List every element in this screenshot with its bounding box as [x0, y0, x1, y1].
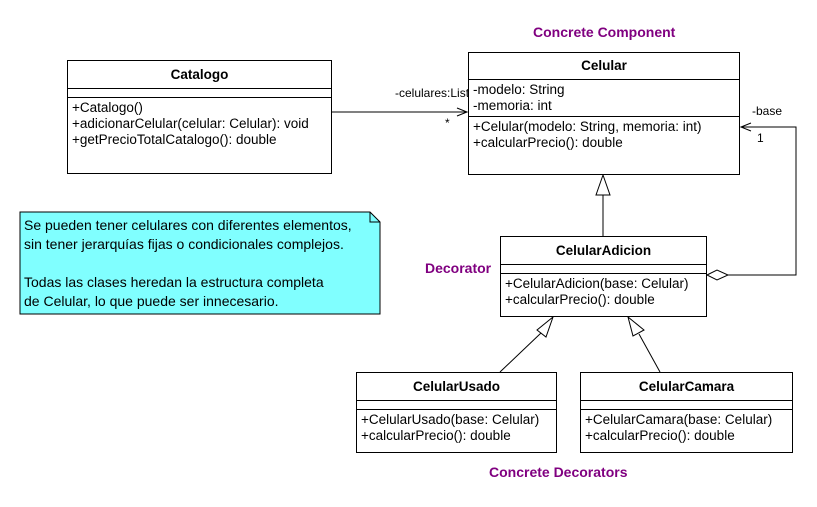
association-arrowhead: [456, 107, 469, 117]
attribute: -memoria: int: [473, 98, 552, 113]
class-name: CelularUsado: [357, 373, 556, 401]
note-line: [24, 254, 352, 273]
class-name: CelularCamara: [581, 373, 792, 401]
class-catalogo[interactable]: Catalogo +Catalogo() +adicionarCelular(c…: [67, 60, 332, 174]
operation: +calcularPrecio(): double: [505, 292, 655, 307]
operation: +CelularUsado(base: Celular): [361, 412, 540, 427]
role-base: -base: [752, 104, 783, 118]
class-celular[interactable]: Celular -modelo: String -memoria: int +C…: [468, 52, 740, 175]
class-celular-camara[interactable]: CelularCamara +CelularCamara(base: Celul…: [580, 372, 793, 453]
note-line: de Celular, lo que puede ser innecesario…: [24, 293, 279, 309]
note-line: Todas las clases heredan la estructura c…: [24, 274, 324, 290]
class-name: Celular: [469, 53, 739, 80]
role-celulares: -celulares:List: [395, 86, 470, 100]
generalization-triangle: [536, 315, 555, 338]
note-text: Se pueden tener celulares con diferentes…: [24, 216, 352, 311]
stereotype-concrete-decorators: Concrete Decorators: [489, 464, 628, 480]
operation: +CelularCamara(base: Celular): [585, 412, 773, 427]
operation: +Catalogo(): [72, 100, 143, 115]
operation: +getPrecioTotalCatalogo(): double: [72, 132, 277, 147]
generalization-usado-adicion: [499, 332, 542, 373]
generalization-triangle: [595, 173, 611, 196]
attributes-section: [357, 401, 556, 410]
operation: +adicionarCelular(celular: Celular): voi…: [72, 116, 309, 131]
operation: +calcularPrecio(): double: [361, 428, 511, 443]
stereotype-decorator: Decorator: [425, 260, 492, 276]
class-name: Catalogo: [68, 61, 331, 89]
stereotype-concrete-component: Concrete Component: [533, 24, 676, 40]
note: Se pueden tener celulares con diferentes…: [20, 212, 380, 314]
operations-section: +Celular(modelo: String, memoria: int) +…: [469, 117, 739, 153]
attributes-section: [68, 89, 331, 98]
generalization-camara-adicion: [638, 333, 661, 373]
class-celular-usado[interactable]: CelularUsado +CelularUsado(base: Celular…: [356, 372, 557, 453]
note-line: sin tener jerarquías fijas o condicional…: [24, 236, 344, 252]
operation: +calcularPrecio(): double: [585, 428, 735, 443]
aggregation-base-line: [728, 126, 797, 276]
multiplicity-celulares: *: [445, 116, 450, 130]
class-celular-adicion[interactable]: CelularAdicion +CelularAdicion(base: Cel…: [500, 236, 707, 317]
note-fold: [369, 212, 380, 223]
note-line: Se pueden tener celulares con diferentes…: [24, 217, 352, 233]
operation: +CelularAdicion(base: Celular): [505, 276, 689, 291]
attributes-section: -modelo: String -memoria: int: [469, 80, 739, 117]
operation: +calcularPrecio(): double: [473, 135, 623, 150]
attributes-section: [501, 265, 706, 274]
attribute: -modelo: String: [473, 82, 565, 97]
attributes-section: [581, 401, 792, 410]
multiplicity-base: 1: [757, 131, 764, 145]
aggregation-arrowhead: [739, 122, 752, 132]
operations-section: +CelularAdicion(base: Celular) +calcular…: [501, 274, 706, 310]
aggregation-diamond: [705, 269, 730, 281]
operation: +Celular(modelo: String, memoria: int): [473, 119, 702, 134]
operations-section: +CelularCamara(base: Celular) +calcularP…: [581, 410, 792, 446]
operations-section: +Catalogo() +adicionarCelular(celular: C…: [68, 98, 331, 150]
class-name: CelularAdicion: [501, 237, 706, 265]
operations-section: +CelularUsado(base: Celular) +calcularPr…: [357, 410, 556, 446]
generalization-triangle: [627, 315, 645, 337]
note-shape: [19, 211, 381, 315]
